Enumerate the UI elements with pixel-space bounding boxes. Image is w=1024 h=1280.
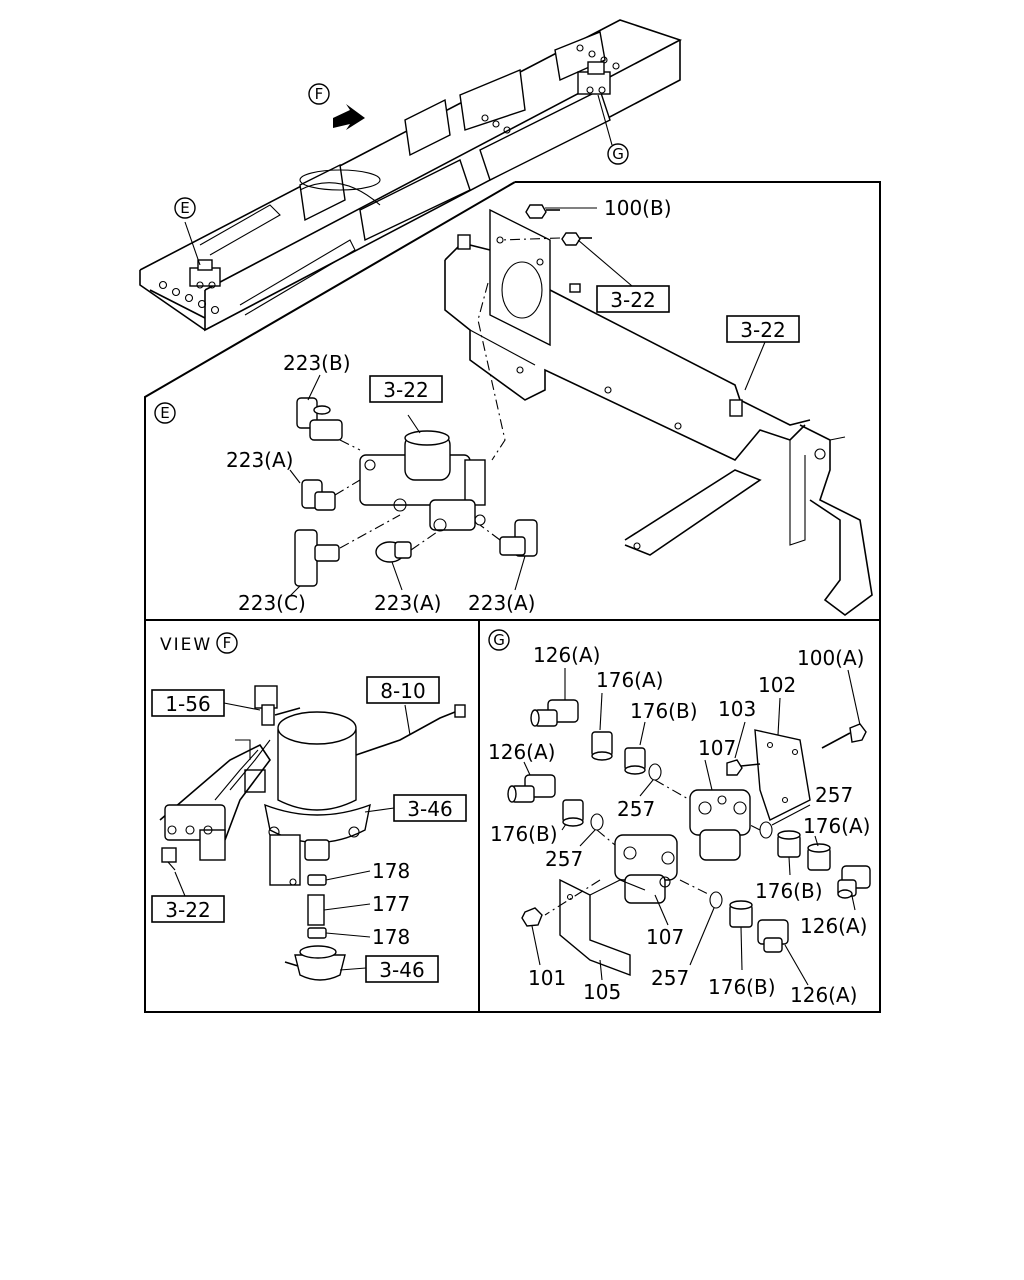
svg-text:E: E	[180, 199, 189, 217]
label-101: 101	[528, 966, 566, 990]
connector-176b-3	[777, 830, 801, 876]
svg-text:VIEW: VIEW	[160, 635, 212, 655]
o-ring-257-d	[689, 891, 723, 966]
ref-box-3-22-b: 3-22	[726, 315, 800, 391]
label-126a-3: 126(A)	[800, 914, 867, 938]
relay-valve-e	[359, 414, 486, 532]
elbow-126a-2	[507, 761, 556, 803]
view-f-title: VIEW F	[160, 632, 238, 655]
connector-176b-4	[729, 900, 753, 971]
elbow-126a-1	[530, 668, 579, 727]
label-176b-2: 176(B)	[490, 822, 558, 846]
relay-valve-107-lower	[614, 834, 678, 926]
label-176b-3: 176(B)	[755, 879, 823, 903]
label-107-upper: 107	[698, 736, 736, 760]
svg-text:3-46: 3-46	[407, 797, 452, 821]
label-178-lower: 178	[372, 925, 410, 949]
bolt-103	[726, 721, 761, 776]
svg-text:8-10: 8-10	[380, 679, 425, 703]
label-223a-1: 223(A)	[226, 448, 293, 472]
elbow-126a-4	[757, 919, 809, 986]
ref-box-8-10: 8-10	[366, 676, 440, 704]
connector-176a-2	[807, 835, 831, 871]
bolt-100a	[821, 669, 867, 749]
bolt-3-22-upper	[561, 232, 633, 287]
ref-box-3-22-c: 3-22	[369, 375, 443, 403]
fitting-223c	[289, 514, 401, 597]
ref-box-3-22-d: 3-22	[151, 871, 225, 923]
panel-g-marker: G	[488, 629, 510, 651]
label-223b: 223(B)	[283, 351, 351, 375]
air-dryer	[244, 711, 371, 886]
connector-176b-1	[624, 721, 646, 775]
nut-101	[521, 907, 543, 966]
view-marker-e: E	[174, 197, 196, 219]
svg-text:G: G	[493, 631, 505, 649]
view-f-arrow	[333, 104, 365, 130]
elbow-126a-3	[837, 865, 871, 911]
fitting-223a-center	[375, 529, 441, 591]
valve-cluster-g	[577, 61, 611, 95]
view-marker-f: F	[308, 83, 330, 105]
label-176a-1: 176(A)	[596, 668, 663, 692]
cross-member-assembly	[444, 234, 873, 616]
label-223c: 223(C)	[238, 591, 306, 615]
svg-text:3-46: 3-46	[379, 958, 424, 982]
mounting-bracket-plate	[489, 208, 551, 347]
label-100b: 100(B)	[604, 196, 672, 220]
svg-text:F: F	[315, 85, 324, 103]
valve-assembly-f	[159, 685, 301, 871]
bracket-105	[559, 878, 646, 981]
label-126a-2: 126(A)	[488, 740, 555, 764]
ref-box-3-46-upper: 3-46	[364, 794, 467, 822]
label-176b-4: 176(B)	[708, 975, 776, 999]
fitting-223a-left	[289, 469, 361, 511]
svg-text:3-22: 3-22	[610, 288, 655, 312]
svg-text:3-22: 3-22	[383, 378, 428, 402]
view-marker-g: G	[607, 143, 629, 165]
relay-valve-107-upper	[689, 759, 751, 861]
label-176b-1: 176(B)	[630, 699, 698, 723]
svg-text:F: F	[223, 634, 232, 652]
ref-box-3-22-a: 3-22	[596, 285, 670, 313]
label-107-lower: 107	[646, 925, 684, 949]
label-126a-4: 126(A)	[790, 983, 857, 1007]
label-223a-3: 223(A)	[468, 591, 535, 615]
connector-176a-1	[591, 692, 613, 761]
panel-e-marker: E	[154, 402, 176, 424]
label-223a-2: 223(A)	[374, 591, 441, 615]
svg-text:3-22: 3-22	[740, 318, 785, 342]
bolt-100b	[525, 204, 597, 219]
panel-g-border	[478, 619, 881, 1013]
label-103: 103	[718, 697, 756, 721]
rail-holes	[158, 44, 620, 315]
ref-box-3-46-lower: 3-46	[365, 955, 439, 983]
chassis-frame	[139, 19, 683, 332]
label-257-b: 257	[545, 847, 583, 871]
fitting-223a-right	[479, 519, 538, 591]
bracket-102	[754, 697, 811, 821]
svg-text:E: E	[160, 404, 169, 422]
label-100a: 100(A)	[797, 646, 864, 670]
svg-text:3-22: 3-22	[165, 898, 210, 922]
label-177: 177	[372, 892, 410, 916]
fitting-223b	[296, 374, 361, 451]
label-178-upper: 178	[372, 859, 410, 883]
label-257-a: 257	[617, 797, 655, 821]
label-176a-2: 176(A)	[803, 814, 870, 838]
valve-cluster-e	[189, 259, 221, 289]
label-126a-1: 126(A)	[533, 643, 600, 667]
ref-box-1-56: 1-56	[151, 689, 261, 717]
label-105: 105	[583, 980, 621, 1004]
svg-text:G: G	[612, 145, 624, 163]
connector-176b-2	[561, 799, 584, 831]
drain-parts	[284, 870, 371, 981]
harness-8-10	[355, 704, 466, 756]
svg-text:1-56: 1-56	[165, 692, 210, 716]
label-257-d: 257	[651, 966, 689, 990]
label-102: 102	[758, 673, 796, 697]
label-257-c: 257	[815, 783, 853, 807]
